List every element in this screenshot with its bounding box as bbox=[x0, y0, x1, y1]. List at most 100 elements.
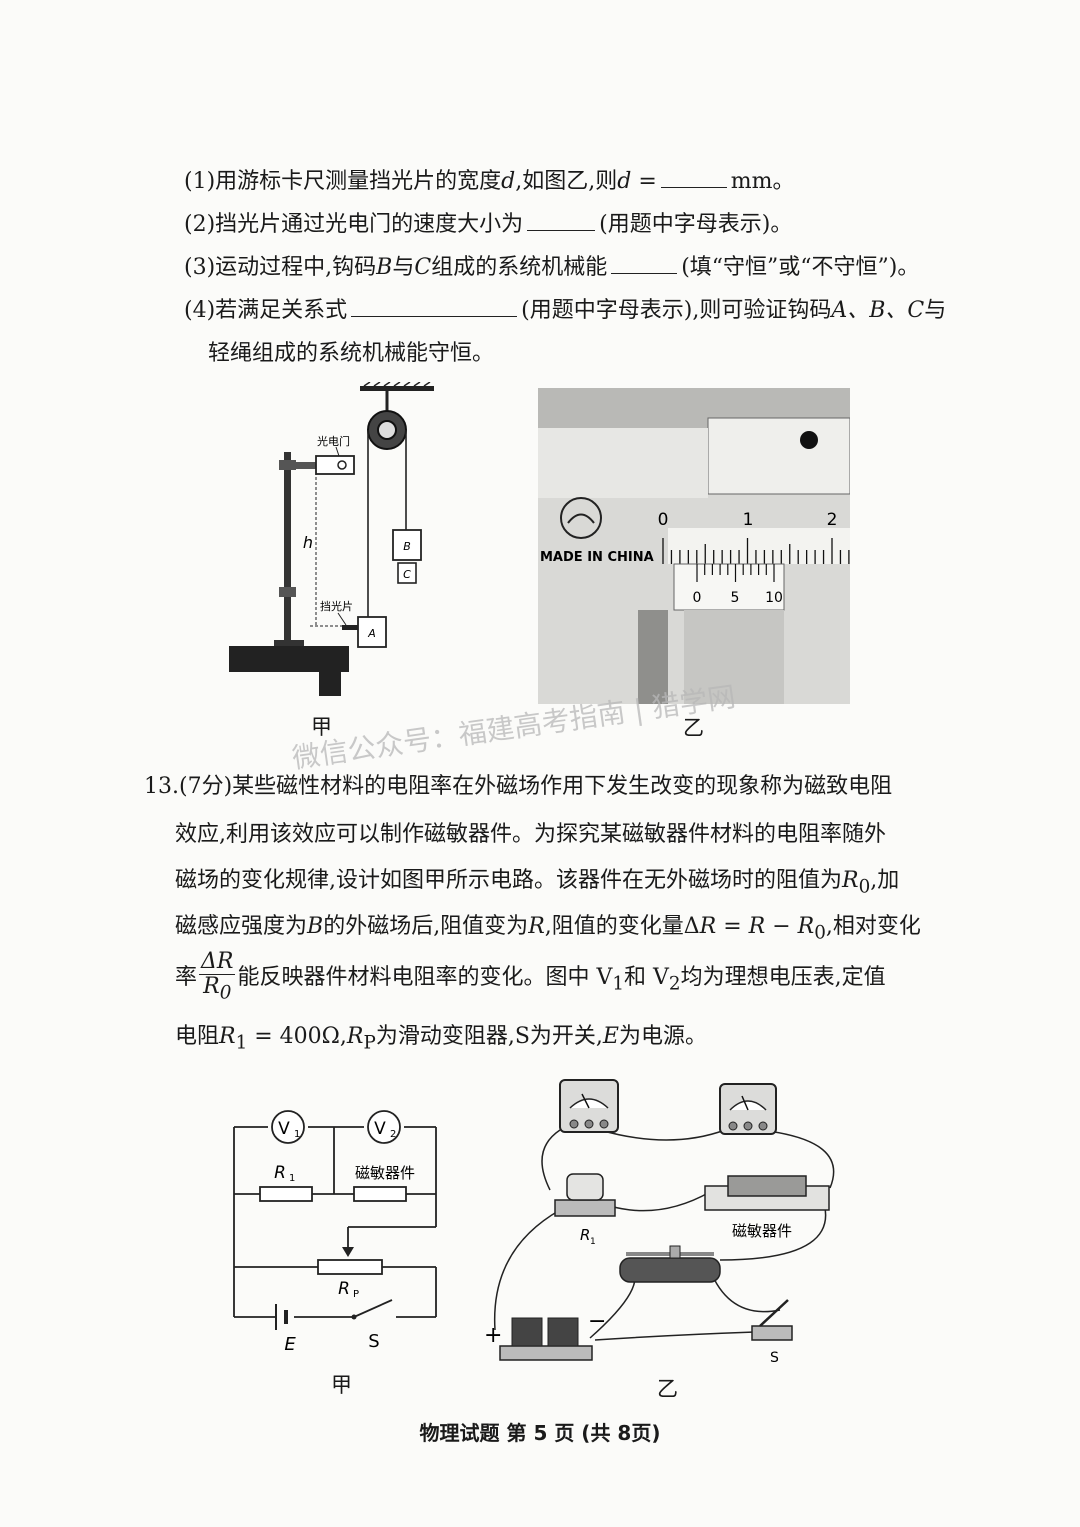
q12-part1-text: (1)用游标卡尺测量挡光片的宽度 bbox=[184, 169, 502, 194]
battery-cell-1 bbox=[511, 1317, 543, 1347]
switch-physical-label: S bbox=[770, 1350, 779, 1366]
fraction-numerator: ΔR bbox=[199, 949, 236, 976]
q12-var-b: B bbox=[376, 255, 393, 280]
circuit-schematic-figure: V 1 V 2 R 1 磁敏器件 R P E S bbox=[233, 1110, 437, 1355]
weight-b bbox=[392, 529, 422, 561]
pulley-hub bbox=[377, 420, 397, 440]
q12-part4-text: (4)若满足关系式 bbox=[184, 298, 348, 323]
main-scale-label-1: 1 bbox=[743, 510, 754, 530]
battery-base bbox=[499, 1345, 593, 1361]
q13-line4-formula-sub: 0 bbox=[814, 922, 826, 944]
q12-part4: (4)若满足关系式 (用题中字母表示),则可验证钩码A、B、C与 bbox=[184, 296, 946, 326]
q13-line6-c: = 400Ω, bbox=[247, 1024, 347, 1049]
slider-arrow bbox=[342, 1247, 354, 1257]
vernier-scale bbox=[673, 563, 785, 611]
resistor-r1 bbox=[259, 1186, 313, 1202]
fraction-denominator-sub: 0 bbox=[219, 982, 232, 1004]
answer-blank-3[interactable] bbox=[611, 253, 678, 274]
fig3-caption: 甲 bbox=[331, 1373, 352, 1397]
q12-part1-mid: ,如图乙,则 bbox=[515, 169, 618, 194]
q13-line3: 磁场的变化规律,设计如图甲所示电路。该器件在无外磁场时的阻值为R0,加 bbox=[175, 866, 899, 902]
label-slit: 挡光片 bbox=[320, 599, 353, 613]
brand-logo-mark bbox=[567, 513, 595, 524]
q13-line6-a: 电阻 bbox=[175, 1024, 220, 1049]
stand-base bbox=[274, 640, 304, 646]
magnetic-device-plate bbox=[727, 1175, 807, 1197]
q12-part1: (1)用游标卡尺测量挡光片的宽度d,如图乙,则d =mm。 bbox=[184, 167, 795, 197]
switch-pivot bbox=[351, 1314, 357, 1320]
q12-part3-text: (3)运动过程中,钩码 bbox=[184, 255, 377, 280]
battery-minus-label: − bbox=[588, 1309, 606, 1334]
answer-blank-1[interactable] bbox=[660, 167, 727, 188]
answer-blank-2[interactable] bbox=[527, 210, 596, 231]
vernier-label-5: 5 bbox=[731, 590, 740, 606]
q12-part2-post: (用题中字母表示)。 bbox=[599, 212, 793, 237]
battery-plus-label: + bbox=[484, 1323, 502, 1348]
q12-part4-post: (用题中字母表示),则可验证钩码 bbox=[521, 298, 832, 323]
r1-physical-sub: 1 bbox=[590, 1237, 596, 1247]
page-footer: 物理试题 第 5 页 (共 8页) bbox=[419, 1421, 661, 1445]
switch-base bbox=[751, 1325, 793, 1341]
answer-blank-4[interactable] bbox=[351, 296, 518, 317]
rp-sub: P bbox=[353, 1289, 359, 1300]
q13-r0-sub: 0 bbox=[858, 876, 871, 898]
label-b: B bbox=[403, 540, 411, 553]
q12-part3-post: (填“守恒”或“不守恒”)。 bbox=[681, 255, 920, 280]
voltmeter-2-dial bbox=[729, 1100, 767, 1111]
vernier-label-0: 0 bbox=[693, 590, 702, 606]
r1-label: R bbox=[274, 1163, 286, 1183]
q12-part3-mid2: 组成的系统机械能 bbox=[431, 255, 608, 280]
q12-var-abc: A、B、C bbox=[831, 298, 925, 323]
q13-rp-sub: P bbox=[363, 1032, 376, 1054]
q13-line3-end: ,加 bbox=[870, 868, 900, 893]
weight-c bbox=[397, 562, 417, 584]
main-scale-label-2: 2 bbox=[827, 510, 838, 530]
q12-var-c: C bbox=[414, 255, 432, 280]
caliper-jaw-left bbox=[638, 610, 668, 704]
q13-r1-sub: 1 bbox=[235, 1032, 248, 1054]
stand-pole bbox=[284, 452, 291, 642]
r1-sub: 1 bbox=[289, 1173, 295, 1184]
battery-cell-2 bbox=[547, 1317, 579, 1347]
voltmeter-2-terminal bbox=[758, 1121, 768, 1131]
photogate-lens bbox=[337, 460, 347, 470]
q12-unit: mm。 bbox=[730, 169, 795, 194]
photogate-leader bbox=[335, 446, 340, 457]
q13-line5-b: 和 V bbox=[624, 965, 669, 990]
photogate bbox=[315, 455, 355, 475]
q13-line5-c: 均为理想电压表,定值 bbox=[680, 965, 886, 990]
voltmeter-1-needle bbox=[581, 1093, 590, 1109]
q12-part2-text: (2)挡光片通过光电门的速度大小为 bbox=[184, 212, 524, 237]
voltmeter-1-terminal bbox=[584, 1119, 594, 1129]
q13-line3-text: 磁场的变化规律,设计如图甲所示电路。该器件在无外磁场时的阻值为 bbox=[175, 868, 842, 893]
q13-line6: 电阻R1 = 400Ω,RP为滑动变阻器,S为开关,E为电源。 bbox=[175, 1022, 707, 1058]
q13-rp: R bbox=[346, 1024, 364, 1049]
q13-line4-g: ,相对变化 bbox=[825, 914, 921, 939]
pulley-apparatus-figure: B C A 光电门 h 挡光片 bbox=[229, 382, 434, 696]
q13-line4-e: ,阻值的变化量Δ bbox=[544, 914, 700, 939]
q13-r1: R bbox=[219, 1024, 236, 1049]
r1-physical-label: R bbox=[580, 1226, 590, 1244]
q13-line4-formula: R = R − R bbox=[699, 914, 815, 939]
voltmeter-2-terminal bbox=[743, 1121, 753, 1131]
q13-var-e: E bbox=[602, 1024, 619, 1049]
q12-part3: (3)运动过程中,钩码B与C组成的系统机械能(填“守恒”或“不守恒”)。 bbox=[184, 253, 919, 283]
schematic-wires bbox=[233, 1126, 437, 1318]
rheostat-rp bbox=[317, 1259, 383, 1275]
vernier-caliper-figure: MADE IN CHINA 0 1 2 0 5 10 bbox=[538, 388, 850, 704]
resistor-r1-base bbox=[554, 1199, 616, 1217]
q12-part4-end: 与 bbox=[924, 298, 947, 323]
fraction-denominator: R bbox=[203, 974, 220, 1000]
rheostat-slider bbox=[669, 1245, 681, 1259]
rp-label: R bbox=[338, 1279, 350, 1299]
q13-line5-pre: 率 bbox=[175, 965, 198, 990]
voltmeter-v2 bbox=[367, 1110, 401, 1144]
q13-v1-sub: 1 bbox=[612, 973, 625, 995]
voltmeter-2-needle bbox=[741, 1095, 749, 1111]
q13-r0: R bbox=[842, 868, 859, 893]
voltmeter-1-terminal bbox=[569, 1119, 579, 1129]
device-physical-label: 磁敏器件 bbox=[732, 1222, 792, 1240]
label-a: A bbox=[367, 627, 376, 640]
label-c: C bbox=[403, 568, 411, 581]
q13-line6-g: 为电源。 bbox=[618, 1024, 707, 1049]
